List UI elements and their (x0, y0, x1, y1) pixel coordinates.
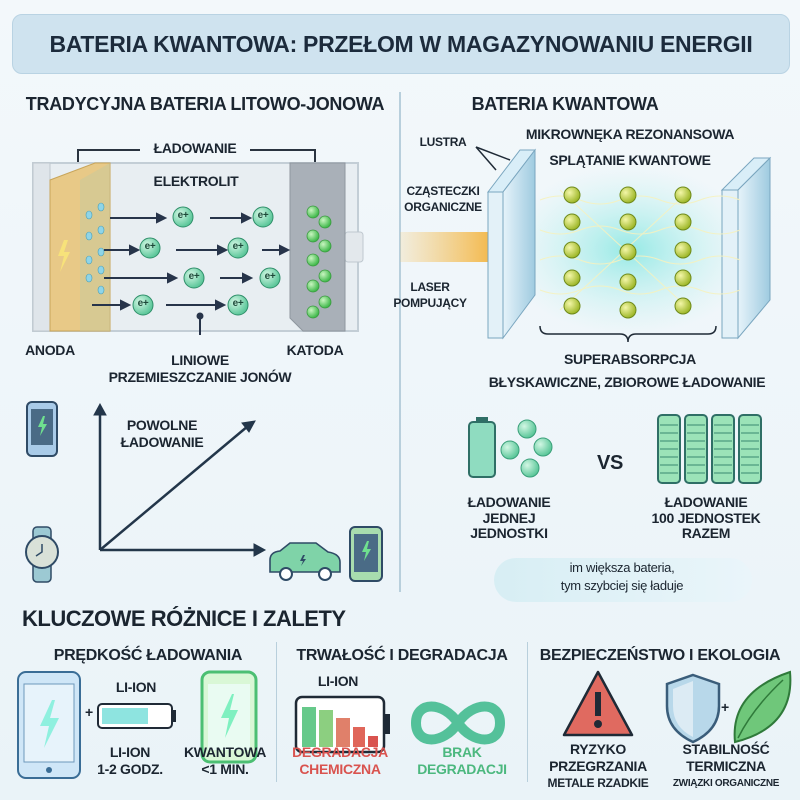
differences-heading: KLUCZOWE RÓŻNICE I ZALETY (22, 606, 346, 631)
laser-label-1: LASER (410, 280, 450, 294)
column-divider (276, 642, 277, 782)
electrolyte-label: ELEKTROLIT (153, 173, 239, 189)
ion-label: e+ (232, 241, 244, 252)
thermal-stability-label-2: TERMICZNA (686, 758, 766, 774)
plus-sign: + (721, 699, 729, 715)
watch-icon (25, 526, 59, 583)
car-icon (269, 542, 341, 581)
no-degradation-label-1: BRAK (442, 744, 482, 760)
label-line: JEDNOSTKI (470, 525, 548, 542)
left-mirror (487, 191, 504, 339)
phone-quantum-icon (200, 670, 258, 764)
ion-label: e+ (137, 298, 149, 309)
cathode-label: KATODA (286, 342, 344, 358)
title-banner: BATERIA KWANTOWA: PRZEŁOM W MAGAZYNOWANI… (12, 14, 790, 74)
thermal-stability-label-1: STABILNOŚĆ (682, 741, 770, 757)
anode-label: ANODA (25, 342, 75, 358)
ion-particles (132, 206, 281, 316)
ion-label: e+ (188, 271, 200, 282)
brace (539, 325, 717, 343)
vertical-divider (399, 92, 401, 592)
label-line: 100 JEDNOSTEK (651, 509, 761, 526)
ion-arrows (92, 212, 291, 335)
lithium-heading: TRADYCYJNA BATERIA LITOWO-JONOWA (25, 94, 385, 114)
molecules-label-2: ORGANICZNE (404, 200, 482, 214)
plus-sign: + (85, 704, 93, 720)
overheating-risk-label-2: PRZEGRZANIA (549, 758, 647, 774)
ion-movement-label: PRZEMIESZCZANIE JONÓW (108, 369, 292, 385)
collective-charging-label: BŁYSKAWICZNE, ZBIOROWE ŁADOWANIE (488, 374, 766, 390)
label-line: JEDNEJ (482, 509, 536, 526)
charging-label: ŁADOWANIE (153, 140, 237, 156)
linear-label: LINIOWE (171, 352, 229, 368)
phone-liion-icon (17, 671, 81, 779)
ion-label: e+ (257, 210, 269, 221)
quantum-battery-diagram (400, 146, 772, 343)
column-divider (527, 642, 528, 782)
quantum-speed-time: <1 MIN. (201, 761, 249, 777)
ion-label: e+ (144, 241, 156, 252)
laser-beam (400, 232, 492, 262)
organic-molecules (563, 186, 692, 319)
mirror-pointer-arrows (475, 146, 511, 171)
infinity-icon (410, 701, 506, 745)
label-line: ŁADOWANIE (467, 494, 551, 510)
vs-label: VS (596, 452, 624, 474)
shield-icon (665, 673, 721, 744)
cathode-particles (306, 205, 332, 319)
durability-heading: TRWAŁOŚĆ I DEGRADACJA (296, 647, 508, 664)
mirrors-label: LUSTRA (419, 135, 467, 149)
molecules-label-1: CZĄSTECZKI (406, 184, 480, 198)
liion-speed-time: 1-2 GODZ. (97, 761, 163, 777)
single-unit-label: ŁADOWANIE JEDNEJ JEDNOSTKI (467, 494, 551, 542)
battery-cells (660, 424, 759, 474)
no-degradation-label-2: DEGRADACJI (417, 761, 507, 777)
liion-speed-label: LI-ION (109, 744, 151, 760)
chemical-degradation-label-2: CHEMICZNA (299, 761, 381, 777)
phone-icon (26, 401, 58, 457)
superabsorption-label: SUPERABSORPCJA (564, 351, 696, 367)
anode-ions (85, 202, 105, 295)
rare-metals-label: METALE RZADKIE (547, 776, 649, 790)
single-battery-icon (468, 417, 496, 478)
label-line: RAZEM (681, 525, 731, 542)
organic-compounds-label: ZWIĄZKI ORGANICZNE (672, 778, 780, 789)
entanglement-label: SPLĄTANIE KWANTOWE (549, 152, 711, 168)
ion-label: e+ (232, 298, 244, 309)
cavity-label: MIKROWNĘKA REZONANSOWA (525, 126, 735, 142)
liion-battery-label: LI-ION (115, 679, 157, 695)
single-unit-spheres (500, 419, 553, 478)
safety-heading: BEZPIECZEŃSTWO I EKOLOGIA (539, 647, 781, 664)
ion-label: e+ (264, 271, 276, 282)
note-line-1: im większa bateria, (569, 560, 675, 575)
note-line-2: tym szybciej się ładuje (560, 578, 684, 593)
slow-charging-label: ŁADOWANIE (120, 434, 204, 450)
lightning-icon (58, 240, 70, 272)
degrading-battery-icon (294, 695, 390, 754)
cathode (289, 162, 346, 332)
phone-icon (349, 526, 383, 582)
ion-label: e+ (177, 210, 189, 221)
laser-label-2: POMPUJĄCY (393, 296, 467, 310)
leaf-icon (733, 670, 792, 744)
page-title: BATERIA KWANTOWA: PRZEŁOM W MAGAZYNOWANI… (49, 31, 753, 57)
liion-battery-icon (97, 703, 176, 729)
liion-battery-diagram (32, 149, 364, 335)
speed-heading: PRĘDKOŚĆ ŁADOWANIA (53, 647, 243, 664)
warning-icon (562, 670, 634, 737)
label-line: ŁADOWANIE (664, 494, 748, 510)
durability-battery-label: LI-ION (317, 673, 359, 689)
quantum-heading: BATERIA KWANTOWA (471, 94, 659, 114)
overheating-risk-label-1: RYZYKO (569, 741, 627, 757)
slow-label: POWOLNE (126, 417, 198, 433)
right-mirror (721, 189, 739, 339)
slow-charging-graph (93, 402, 267, 557)
hundred-units-label: ŁADOWANIE 100 JEDNOSTEK RAZEM (651, 494, 761, 542)
chemical-degradation-label-1: DEGRADACJA (292, 744, 388, 760)
quantum-speed-label: KWANTOWA (183, 744, 267, 760)
note-pill (494, 558, 752, 602)
